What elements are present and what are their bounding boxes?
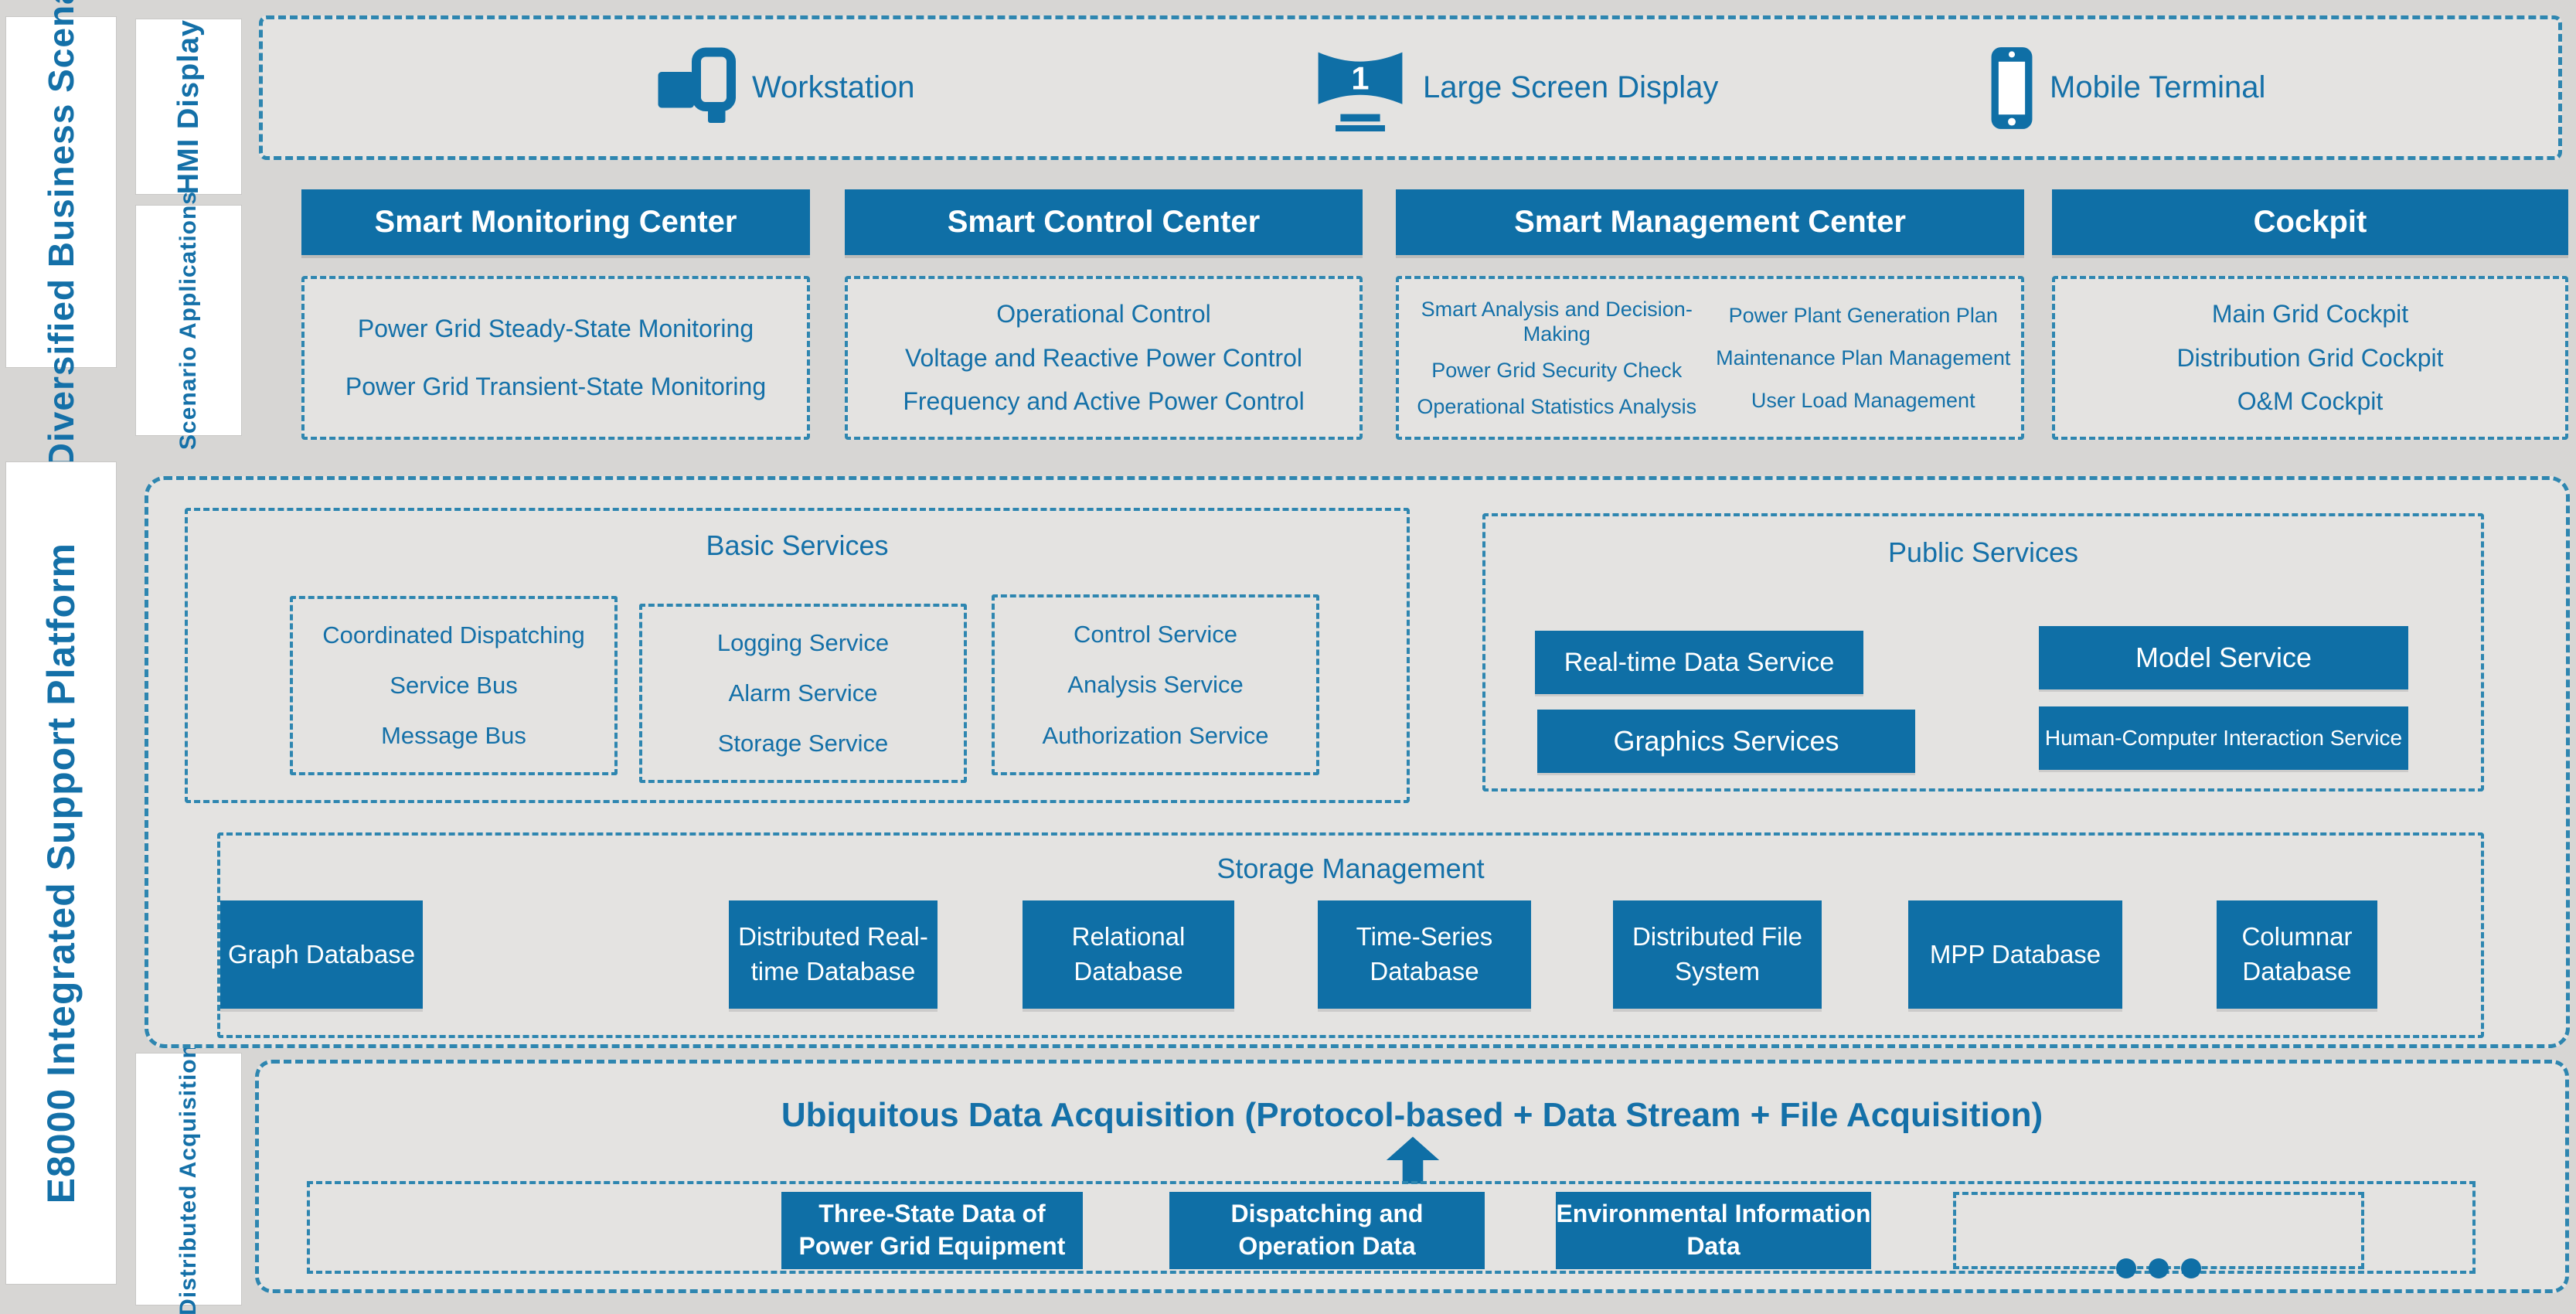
basic-services-group-app: Control Service Analysis Service Authori… [992, 594, 1319, 775]
rail-distributed-acquisition: Distributed Acquisition [136, 1043, 241, 1314]
management-item: Smart Analysis and Decision-Making [1421, 297, 1693, 346]
database-box: Time-Series Database [1318, 900, 1531, 1009]
basic-service-item: Message Bus [381, 722, 526, 749]
management-item: Operational Statistics Analysis [1417, 395, 1697, 418]
control-item: Operational Control [996, 300, 1211, 328]
management-items-left: Smart Analysis and Decision-Making Power… [1404, 285, 1710, 431]
basic-service-item: Coordinated Dispatching [322, 621, 585, 648]
monitoring-item: Power Grid Transient-State Monitoring [345, 373, 767, 400]
hmi-display-panel: Workstation 1 Large Screen Display Mobil… [259, 15, 2562, 160]
basic-service-item: Authorization Service [1042, 721, 1269, 749]
cockpit-items: Main Grid Cockpit Distribution Grid Cock… [2052, 276, 2568, 440]
basic-services-group-bus: Coordinated Dispatching Service Bus Mess… [290, 596, 618, 775]
source-box: Environmental Information Data [1556, 1192, 1871, 1269]
public-services-title: Public Services [1887, 536, 2079, 568]
smart-management-items: Smart Analysis and Decision-Making Power… [1396, 276, 2024, 440]
distributed-acquisition-label: Distributed Acquisition [175, 1043, 201, 1314]
basic-services-group-system: Logging Service Alarm Service Storage Se… [639, 604, 967, 783]
device-mobile-terminal: Mobile Terminal [1986, 19, 2265, 156]
management-item: Maintenance Plan Management [1716, 346, 2011, 369]
database-box: Graph Database [220, 900, 424, 1009]
device-large-screen: 1 Large Screen Display [1310, 19, 1718, 156]
platform-panel: Basic Services Coordinated Dispatching S… [145, 476, 2570, 1048]
ellipsis-icon [2116, 1258, 2201, 1278]
source-box: Three-State Data of Power Grid Equipment [781, 1192, 1083, 1269]
rail-hmi-display: HMI Display [136, 19, 241, 194]
data-acquisition-title: Ubiquitous Data Acquisition (Protocol-ba… [781, 1096, 2043, 1134]
realtime-data-service-box: Real-time Data Service [1535, 631, 1863, 694]
cockpit-item: O&M Cockpit [2237, 386, 2384, 415]
center-smart-management: Smart Management Center Smart Analysis a… [1396, 189, 2024, 440]
public-services-panel: Public Services Real-time Data Service M… [1482, 513, 2484, 791]
data-acquisition-panel: Ubiquitous Data Acquisition (Protocol-ba… [255, 1060, 2569, 1293]
center-smart-control: Smart Control Center Operational Control… [845, 189, 1363, 440]
center-cockpit: Cockpit Main Grid Cockpit Distribution G… [2052, 189, 2568, 440]
basic-service-item: Alarm Service [728, 679, 878, 706]
cockpit-item: Distribution Grid Cockpit [2176, 343, 2444, 372]
graphics-services-box: Graphics Services [1537, 710, 1915, 773]
control-item: Voltage and Reactive Power Control [904, 343, 1303, 372]
storage-management-panel: Storage Management Distributed Real-time… [217, 832, 2484, 1038]
large-screen-icon: 1 [1318, 52, 1403, 131]
mobile-terminal-label: Mobile Terminal [2050, 70, 2266, 104]
database-box: Relational Database [1023, 900, 1234, 1009]
workstation-label: Workstation [752, 70, 915, 104]
smart-management-header: Smart Management Center [1396, 189, 2024, 255]
up-arrow-icon [1386, 1136, 1440, 1184]
workstation-icon [658, 47, 736, 123]
acquisition-sources-box: Three-State Data of Power Grid Equipment… [307, 1181, 2476, 1278]
cockpit-header: Cockpit [2052, 189, 2568, 255]
management-items-right: Power Plant Generation Plan Maintenance … [1710, 285, 2017, 431]
control-item: Frequency and Active Power Control [903, 386, 1305, 415]
basic-services-title: Basic Services [706, 529, 889, 561]
database-box: Distributed Real-time Database [729, 900, 938, 1009]
diversified-business-scenarios-label: Diversified Business Scenarios [41, 0, 81, 469]
database-box: MPP Database [1908, 900, 2122, 1009]
database-box: Distributed File System [1613, 900, 1822, 1009]
rail-scenario-applications: Scenario Applications [136, 191, 241, 450]
more-sources-box [1953, 1192, 2364, 1278]
large-screen-label: Large Screen Display [1423, 70, 1719, 104]
source-box: Dispatching and Operation Data [1169, 1192, 1485, 1269]
mobile-terminal-icon [1991, 46, 2033, 129]
rail-diversified-business-scenarios: Diversified Business Scenarios [6, 0, 116, 468]
management-item: Power Plant Generation Plan [1728, 303, 1998, 327]
database-box: Columnar Database [2217, 900, 2377, 1009]
basic-service-item: Storage Service [717, 730, 889, 757]
basic-service-item: Logging Service [716, 629, 890, 656]
rail-e8000-platform: E8000 Integrated Support Platform [6, 462, 116, 1284]
smart-monitoring-items: Power Grid Steady-State Monitoring Power… [301, 276, 810, 440]
storage-management-title: Storage Management [1217, 853, 1485, 884]
smart-monitoring-header: Smart Monitoring Center [301, 189, 810, 255]
device-workstation: Workstation [653, 19, 914, 156]
basic-service-item: Analysis Service [1067, 671, 1244, 698]
basic-services-panel: Basic Services Coordinated Dispatching S… [185, 508, 1410, 803]
hci-service-box: Human-Computer Interaction Service [2039, 706, 2408, 770]
center-smart-monitoring: Smart Monitoring Center Power Grid Stead… [301, 189, 810, 440]
basic-service-item: Control Service [1074, 620, 1237, 648]
large-screen-badge: 1 [1351, 60, 1369, 96]
smart-control-items: Operational Control Voltage and Reactive… [845, 276, 1363, 440]
cockpit-item: Main Grid Cockpit [2211, 300, 2409, 328]
monitoring-item: Power Grid Steady-State Monitoring [357, 315, 754, 342]
e8000-platform-label: E8000 Integrated Support Platform [39, 542, 83, 1204]
smart-control-header: Smart Control Center [845, 189, 1363, 255]
management-item: User Load Management [1751, 388, 1975, 412]
management-item: Power Grid Security Check [1431, 359, 1683, 382]
model-service-box: Model Service [2039, 626, 2408, 689]
scenario-applications-label: Scenario Applications [175, 191, 201, 450]
hmi-display-label: HMI Display [172, 19, 205, 195]
basic-service-item: Service Bus [390, 672, 518, 699]
